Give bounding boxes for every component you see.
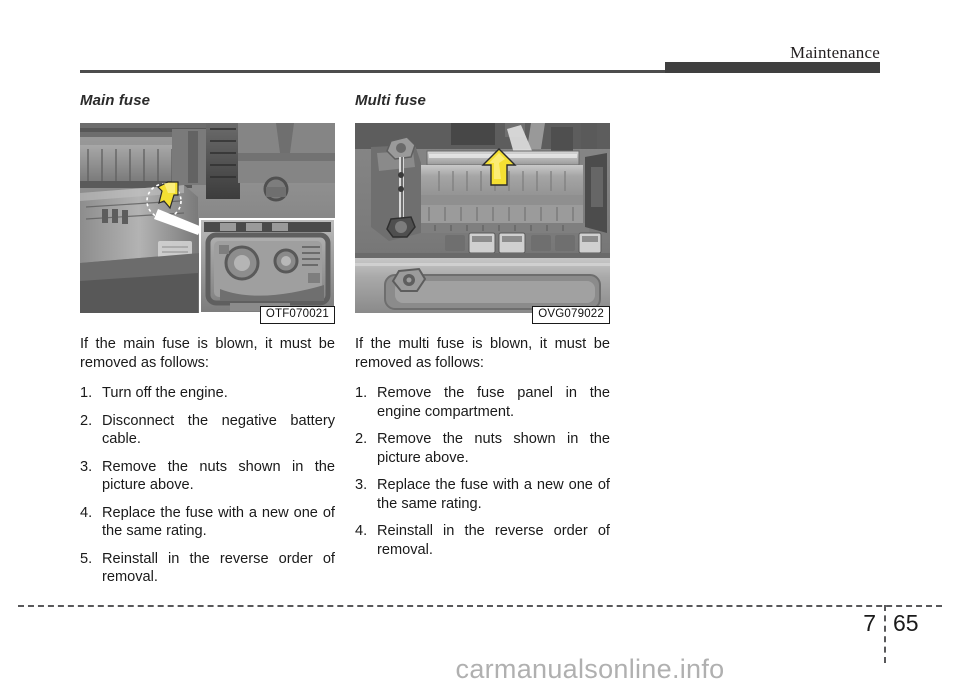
page-content: Main fuse — [0, 92, 960, 585]
column-multi-fuse: Multi fuse — [355, 92, 610, 559]
photo-multi-fuse-artwork — [355, 123, 610, 313]
step-number: 3. — [80, 458, 93, 475]
intro-paragraph-multi-fuse: If the multi fuse is blown, it must be r… — [355, 336, 610, 371]
step-item: 3. Replace the fuse with a new one of th… — [355, 476, 610, 513]
step-text: Turn off the engine. — [102, 385, 228, 402]
section-heading-main-fuse: Main fuse — [80, 92, 151, 109]
step-item: 4. Replace the fuse with a new one of th… — [80, 504, 335, 541]
body-text-multi-fuse: If the multi fuse is blown, it must be r… — [355, 335, 610, 559]
step-number: 4. — [80, 504, 93, 521]
step-item: 4. Reinstall in the reverse order of rem… — [355, 522, 610, 559]
yellow-arrow-marker — [481, 148, 517, 186]
step-text: Disconnect the negative battery cable. — [102, 412, 335, 448]
step-number: 4. — [355, 523, 368, 540]
inset-detail-panel — [199, 218, 335, 313]
step-number: 1. — [80, 385, 93, 402]
step-number: 2. — [80, 412, 93, 429]
step-text: Replace the fuse with a new one of the s… — [102, 504, 335, 540]
header-rule-thick — [665, 62, 880, 73]
mounting-bracket — [371, 136, 421, 241]
relay-blocks — [445, 232, 602, 254]
step-text: Reinstall in the reverse order of remova… — [377, 523, 610, 558]
photo-multi-fuse — [355, 123, 610, 313]
step-item: 5. Reinstall in the reverse order of rem… — [80, 550, 335, 587]
yellow-arrow-marker — [156, 181, 179, 210]
figure-multi-fuse: OVG079022 — [355, 123, 610, 324]
step-number: 1. — [355, 385, 368, 402]
page-footer: 7 65 carmanualsonline.info — [0, 582, 960, 689]
step-text: Reinstall in the reverse order of remova… — [102, 550, 335, 586]
fuse-panel-body — [417, 150, 589, 233]
step-number: 3. — [355, 477, 368, 494]
steps-list-main-fuse: 1. Turn off the engine. 2. Disconnect th… — [80, 384, 335, 587]
body-text-main-fuse: If the main fuse is blown, it must be re… — [80, 335, 335, 587]
footer-vertical-dashed-rule — [884, 605, 886, 663]
column-main-fuse: Main fuse — [80, 92, 335, 587]
step-text: Remove the fuse panel in the engine comp… — [377, 385, 610, 420]
step-item: 2. Remove the nuts shown in the picture … — [355, 430, 610, 467]
step-number: 2. — [355, 431, 368, 448]
figure-caption-main-fuse: OTF070021 — [259, 305, 335, 324]
intro-paragraph-main-fuse: If the main fuse is blown, it must be re… — [80, 336, 335, 371]
page-title: Maintenance — [790, 43, 880, 62]
step-item: 3. Remove the nuts shown in the picture … — [80, 458, 335, 495]
step-item: 2. Disconnect the negative battery cable… — [80, 412, 335, 449]
step-text: Replace the fuse with a new one of the s… — [377, 477, 610, 512]
chapter-number: 7 — [863, 610, 876, 636]
step-text: Remove the nuts shown in the picture abo… — [377, 431, 610, 466]
footer-dashed-rule — [18, 605, 942, 607]
page-number: 65 — [893, 610, 919, 636]
photo-main-fuse-artwork — [80, 123, 335, 313]
step-item: 1. Turn off the engine. — [80, 384, 335, 403]
header-rule-thin — [80, 70, 880, 73]
step-item: 1. Remove the fuse panel in the engine c… — [355, 384, 610, 421]
lower-sill — [355, 253, 610, 313]
step-text: Remove the nuts shown in the picture abo… — [102, 458, 335, 494]
step-number: 5. — [80, 550, 93, 567]
page-header: Maintenance — [0, 0, 960, 92]
photo-main-fuse — [80, 123, 335, 313]
watermark-text: carmanualsonline.info — [455, 654, 725, 684]
figure-caption-multi-fuse: OVG079022 — [532, 305, 610, 324]
figure-main-fuse: OTF070021 — [80, 123, 335, 324]
steps-list-multi-fuse: 1. Remove the fuse panel in the engine c… — [355, 384, 610, 559]
section-heading-multi-fuse: Multi fuse — [355, 92, 426, 109]
